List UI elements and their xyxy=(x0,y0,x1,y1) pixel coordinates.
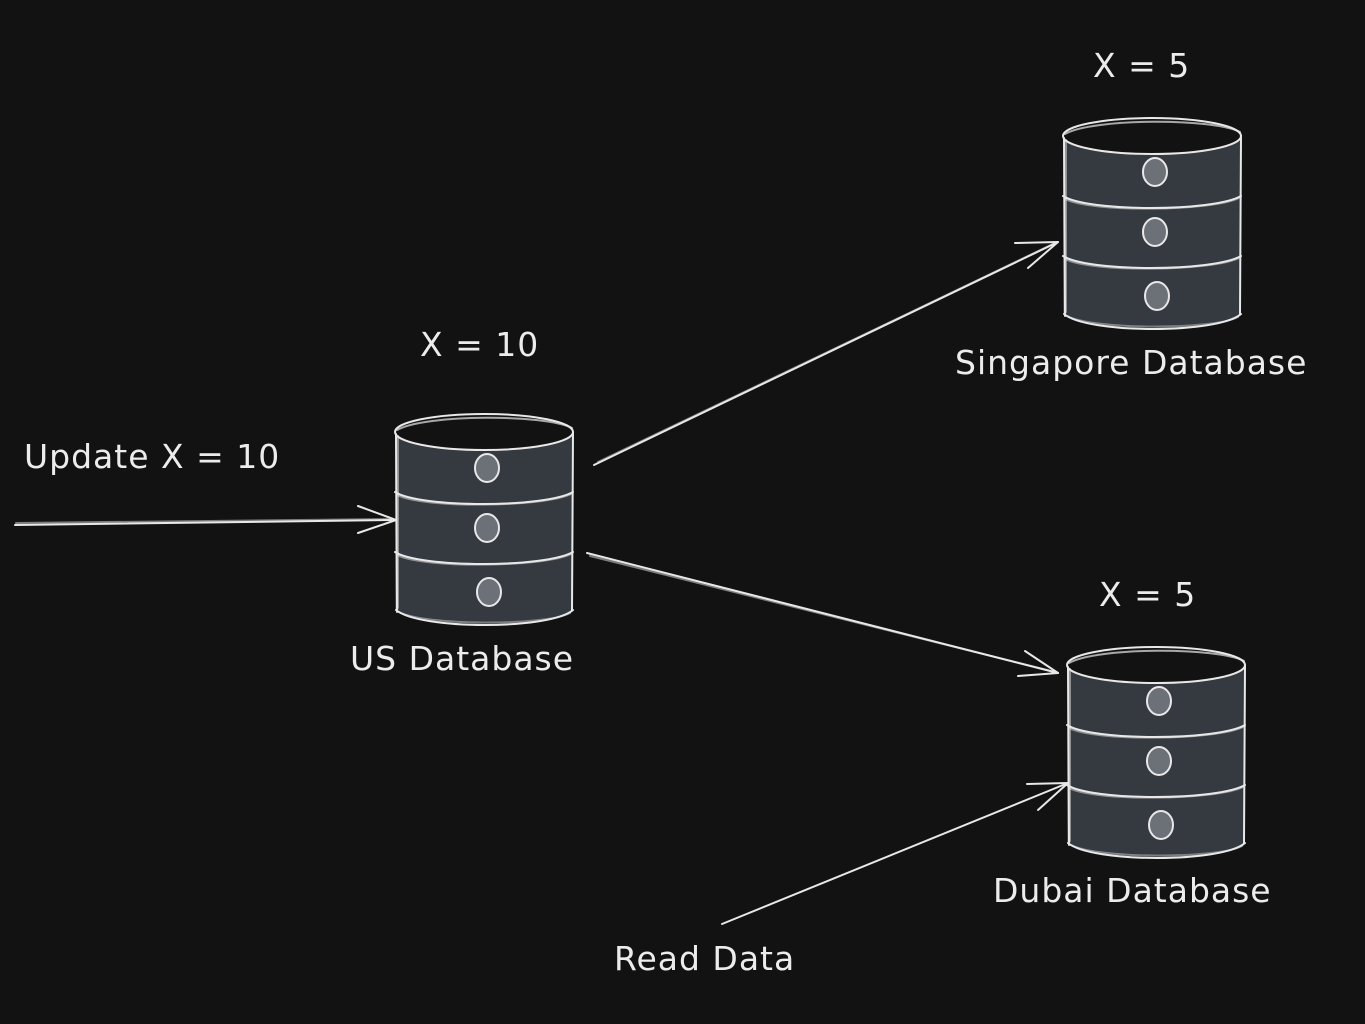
node-value-label: X = 10 xyxy=(420,325,539,364)
edge-us-to-dubai[interactable] xyxy=(586,552,1059,677)
database-node-dubai[interactable]: X = 5 Dubai Database xyxy=(993,575,1272,910)
arrowhead-icon xyxy=(357,505,397,534)
edge-label: Update X = 10 xyxy=(24,437,280,476)
node-name-label: Dubai Database xyxy=(993,871,1272,910)
database-icon xyxy=(1066,646,1246,859)
edge-label: Read Data xyxy=(614,939,795,978)
node-name-label: US Database xyxy=(350,639,574,678)
database-icon xyxy=(1062,117,1242,330)
database-node-singapore[interactable]: X = 5 Singapore Database xyxy=(955,46,1307,382)
database-node-us[interactable]: X = 10 US Database xyxy=(350,325,574,678)
arrow-line xyxy=(721,782,1069,925)
arrow-line xyxy=(14,519,396,526)
arrowhead-icon xyxy=(1026,782,1069,811)
edge-update-to-us[interactable]: Update X = 10 xyxy=(14,437,397,534)
database-icon xyxy=(394,413,574,626)
edge-read-to-dubai[interactable]: Read Data xyxy=(614,782,1069,978)
arrowhead-icon xyxy=(1017,650,1059,677)
arrowhead-icon xyxy=(1014,241,1059,269)
node-name-label: Singapore Database xyxy=(955,343,1307,382)
edge-us-to-singapore[interactable] xyxy=(593,241,1059,466)
node-value-label: X = 5 xyxy=(1093,46,1190,85)
node-value-label: X = 5 xyxy=(1099,575,1196,614)
